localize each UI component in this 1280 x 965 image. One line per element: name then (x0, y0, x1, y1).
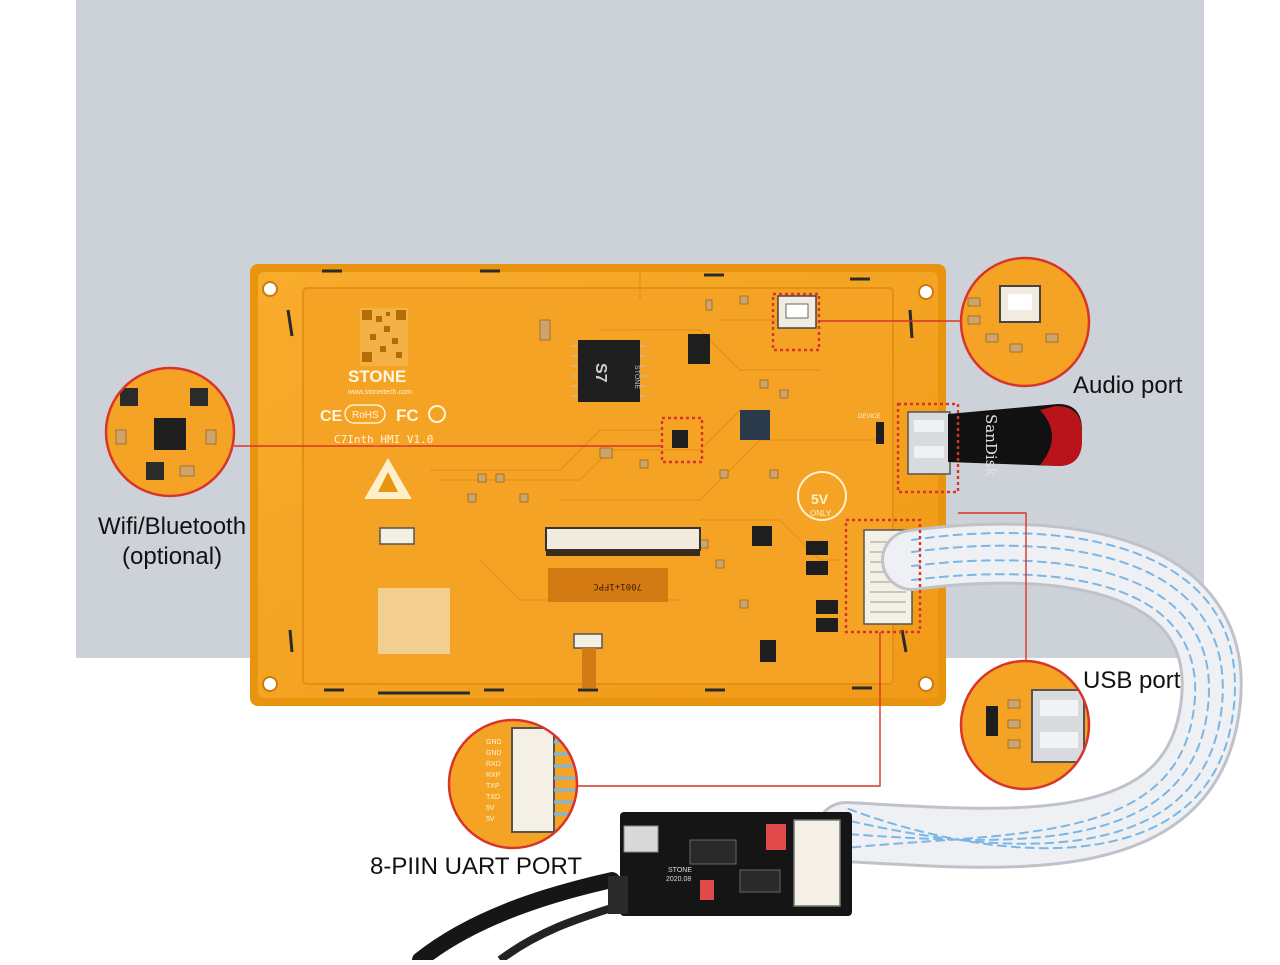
uart-pin-label: 5V (486, 816, 495, 823)
cert-ce: CE (320, 408, 343, 425)
recycle-icon (428, 405, 446, 423)
fpc-connector (545, 527, 701, 551)
usb-switch-label: DEVICE (858, 414, 880, 420)
callout-wifi-line1: Wifi/Bluetooth (98, 513, 247, 540)
uart-pin-label: GND (486, 750, 502, 757)
callout-lines (234, 320, 1027, 787)
chip-label: S7 (592, 363, 609, 383)
ribbon-cable (815, 522, 1243, 869)
uart-pin-label: 5V (486, 805, 495, 812)
power-badge-note: ONLY (810, 509, 832, 518)
mounting-holes (262, 281, 934, 692)
uart-pin-label: RXP (486, 772, 501, 779)
board-website: www.stoneitech.com (347, 389, 412, 396)
cert-rohs: RoHS (352, 410, 379, 421)
callout-audio-port: Audio port (1073, 372, 1183, 399)
adapter-date: 2020.08 (666, 876, 691, 883)
power-badge-value: 5V (811, 491, 829, 507)
board-brand: STONE (348, 367, 406, 386)
uart-pin-label: TXP (486, 783, 500, 790)
board-model: C7Inth_HMI_V1.0 (334, 433, 433, 446)
highlight-boxes (660, 292, 960, 634)
qr-code (360, 308, 408, 366)
usb-stick-brand: SanDisk (982, 414, 1000, 477)
usb-flash-drive: SanDisk (948, 404, 1082, 477)
usb-zoom-circle (959, 659, 1091, 791)
chip-brand: STONE (633, 365, 640, 389)
uart-pin-label: GND (486, 739, 502, 746)
uart-pin-label: RXD (486, 761, 501, 768)
main-chip: S7 STONE (572, 340, 646, 402)
wifi-zoom-circle (104, 366, 236, 498)
callout-usb-port: USB port (1083, 667, 1181, 694)
callout-uart-port: 8-PIIN UART PORT (370, 853, 583, 880)
fpc-label: 7001+1FPC (593, 581, 642, 591)
power-cable (412, 872, 620, 965)
uart-pin-label: TXD (486, 794, 500, 801)
audio-zoom-circle (959, 256, 1091, 388)
uart-zoom-circle: GND GND RXD RXP TXP TXD 5V 5V (447, 718, 579, 850)
adapter-brand: STONE (668, 867, 692, 874)
callout-wifi-line2: (optional) (122, 543, 223, 570)
power-badge (797, 471, 847, 521)
callout-wifi-bluetooth: Wifi/Bluetooth (optional) (98, 512, 246, 572)
uart-adapter-board: STONE 2020.08 (608, 812, 852, 916)
cert-fc: FC (396, 406, 419, 425)
